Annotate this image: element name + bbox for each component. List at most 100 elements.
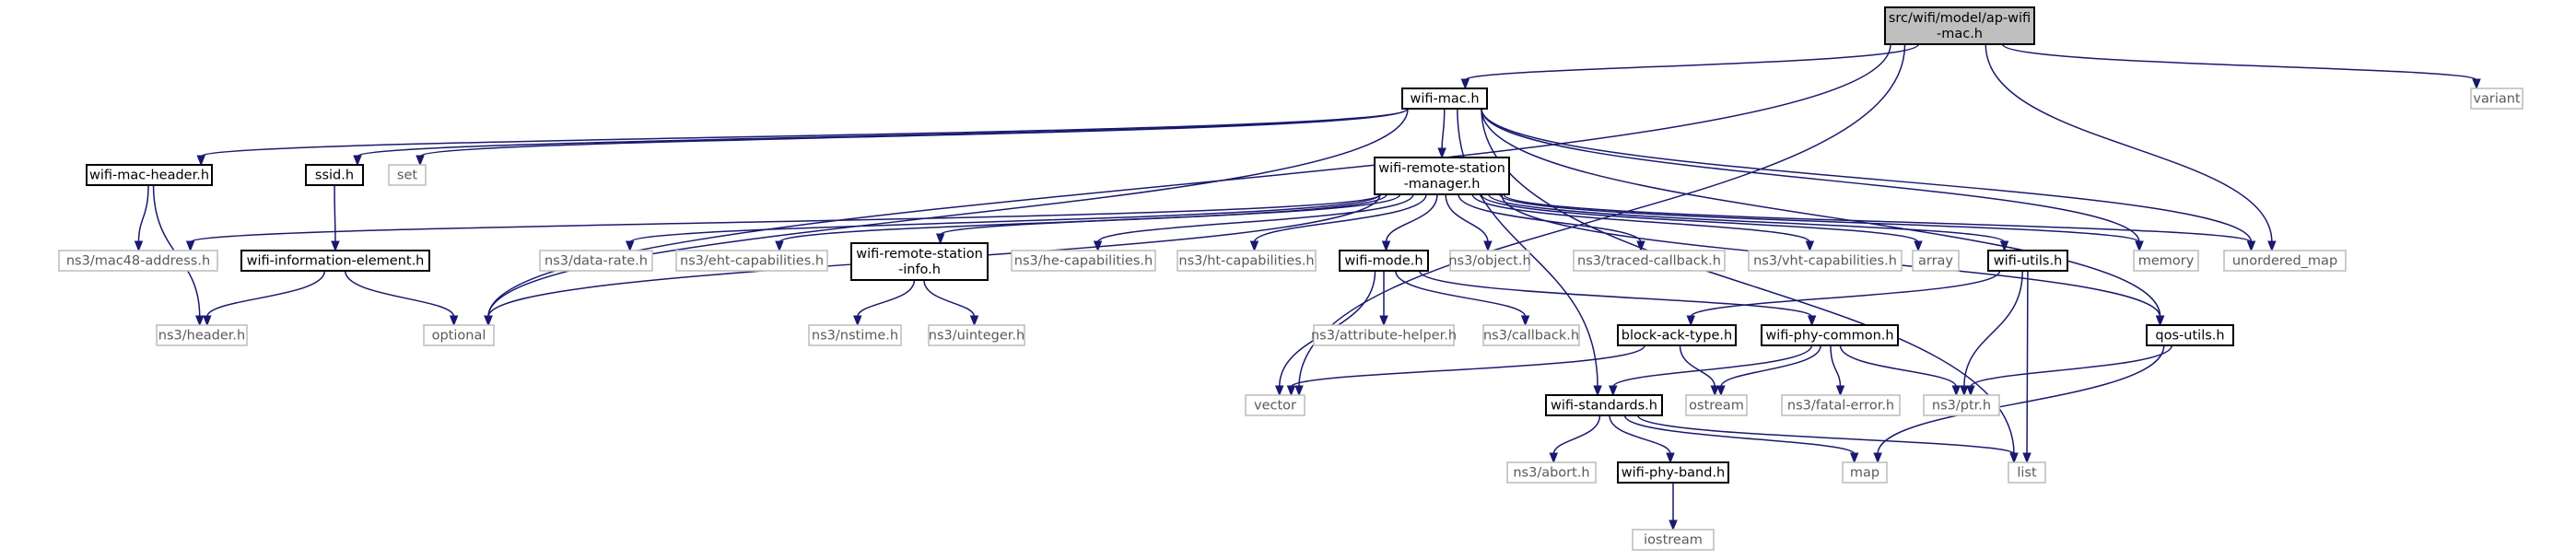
node-bat[interactable]: block-ack-type.h xyxy=(1617,324,1737,346)
node-fatal: ns3/fatal-error.h xyxy=(1781,394,1901,416)
node-map: map xyxy=(1842,461,1888,484)
node-label: wifi-phy-band.h xyxy=(1622,466,1726,481)
node-box xyxy=(2146,324,2234,346)
node-box xyxy=(1685,394,1748,416)
edge-wifi_mode-to-wpc xyxy=(1418,270,1813,318)
edge-arrowhead xyxy=(1666,452,1675,464)
node-wrsi[interactable]: wifi-remote-station-info.h xyxy=(850,242,989,281)
nodes-layer: src/wifi/model/ap-wifi-mac.h wifi-mac.h va… xyxy=(58,6,2523,551)
node-label: vector xyxy=(1254,399,1296,414)
node-box xyxy=(808,324,902,346)
node-label: -mac.h xyxy=(1937,27,1983,41)
node-traced: ns3/traced-callback.h xyxy=(1573,250,1726,272)
edge-arrowhead xyxy=(2472,78,2481,90)
node-wpb[interactable]: wifi-phy-band.h xyxy=(1617,461,1729,484)
node-label: ns3/attribute-helper.h xyxy=(1311,329,1457,344)
edge-arrowhead xyxy=(1379,315,1388,327)
node-eht: ns3/eht-capabilities.h xyxy=(675,250,828,272)
node-label: ns3/fatal-error.h xyxy=(1787,399,1894,414)
edge-wifi_mac_header-to-mac48 xyxy=(137,184,149,243)
edge-arrowhead xyxy=(1483,240,1493,252)
edge-arrowhead xyxy=(2246,240,2256,252)
edge-wrsm-to-array xyxy=(1481,193,1919,243)
edge-wrsm-to-mac48 xyxy=(189,193,1381,243)
node-wrsm[interactable]: wifi-remote-station-manager.h xyxy=(1374,157,1510,195)
node-label: ns3/he-capabilities.h xyxy=(1014,254,1153,269)
node-box xyxy=(86,164,213,186)
edge-arrowhead xyxy=(134,240,144,252)
edge-wifi_utils-to-ptr xyxy=(1963,270,2023,388)
edge-arrowhead xyxy=(2022,452,2032,464)
edge-bat-to-vector xyxy=(1290,344,1645,388)
edge-wifi_mac-to-qos xyxy=(1481,108,2161,318)
node-box xyxy=(1339,250,1429,272)
edge-arrowhead xyxy=(1549,452,1559,464)
node-label: ssid.h xyxy=(315,169,354,183)
node-wifi-mac-header[interactable]: wifi-mac-header.h xyxy=(86,164,213,186)
edge-arrowhead xyxy=(203,315,212,327)
edge-wrsm-to-memory xyxy=(1499,193,2140,243)
node-mac48: ns3/mac48-address.h xyxy=(58,250,218,272)
edge-arrowhead xyxy=(353,155,362,167)
node-datarate: ns3/data-rate.h xyxy=(539,250,653,272)
edge-arrowhead xyxy=(1960,385,1969,397)
node-box xyxy=(156,324,248,346)
node-label: qos-utils.h xyxy=(2155,329,2224,344)
node-box xyxy=(1545,394,1663,416)
node-box xyxy=(1313,324,1455,346)
node-wifi-mac[interactable]: wifi-mac.h xyxy=(1401,88,1488,110)
edge-bat-to-ostream xyxy=(1679,344,1716,388)
node-wpc[interactable]: wifi-phy-common.h xyxy=(1761,324,1899,346)
node-root[interactable]: src/wifi/model/ap-wifi-mac.h xyxy=(1884,6,2035,45)
edge-ws-to-abort xyxy=(1552,414,1601,455)
node-wie[interactable]: wifi-information-element.h xyxy=(240,250,430,272)
edge-root-to-variant xyxy=(2001,43,2477,81)
node-ws[interactable]: wifi-standards.h xyxy=(1545,394,1663,416)
node-box xyxy=(675,250,828,272)
node-label: variant xyxy=(2473,92,2521,107)
edge-arrowhead xyxy=(185,240,195,252)
node-box xyxy=(2008,461,2046,484)
edge-arrowhead xyxy=(1636,240,1645,252)
edge-ssid-to-wie xyxy=(334,184,336,243)
edge-wie-to-optional xyxy=(344,270,455,318)
edge-arrowhead xyxy=(1914,240,1923,252)
node-box xyxy=(305,164,364,186)
edge-arrowhead xyxy=(484,315,493,327)
node-box xyxy=(539,250,653,272)
node-qos[interactable]: qos-utils.h xyxy=(2146,324,2234,346)
node-he: ns3/he-capabilities.h xyxy=(1011,250,1156,272)
node-wifi-mode[interactable]: wifi-mode.h xyxy=(1339,250,1429,272)
node-label: map xyxy=(1850,466,1879,481)
edge-ws-to-list xyxy=(1636,414,2015,455)
node-label: unordered_map xyxy=(2232,254,2337,269)
node-label: -info.h xyxy=(898,262,941,277)
edge-arrowhead xyxy=(1609,385,1618,397)
node-label: optional xyxy=(432,329,486,344)
edge-wifi_mode-to-callback xyxy=(1395,270,1527,318)
edge-wpc-to-ptr xyxy=(1839,344,1958,388)
node-wifi-utils[interactable]: wifi-utils.h xyxy=(1987,250,2068,272)
node-ptr: ns3/ptr.h xyxy=(1923,394,2000,416)
edge-arrowhead xyxy=(1274,385,1284,397)
edge-wrsi-to-uinteger xyxy=(923,279,976,318)
node-label: wifi-utils.h xyxy=(1994,254,2063,269)
node-box xyxy=(1482,324,1580,346)
node-box xyxy=(850,242,989,281)
node-box xyxy=(2470,88,2523,110)
node-label: array xyxy=(1918,254,1953,269)
node-box xyxy=(1506,461,1597,484)
edge-arrowhead xyxy=(1873,452,1882,464)
node-box xyxy=(1748,250,1903,272)
node-label: ns3/vht-capabilities.h xyxy=(1753,254,1897,269)
node-callback: ns3/callback.h xyxy=(1482,324,1580,346)
node-variant: variant xyxy=(2470,88,2523,110)
node-label: wifi-remote-station xyxy=(1378,161,1505,176)
edge-arrowhead xyxy=(196,155,205,167)
edge-wrsm-to-vht xyxy=(1471,193,1811,243)
node-ssid[interactable]: ssid.h xyxy=(305,164,364,186)
node-box xyxy=(423,324,495,346)
node-label: ns3/eht-capabilities.h xyxy=(680,254,824,269)
node-box xyxy=(1011,250,1156,272)
